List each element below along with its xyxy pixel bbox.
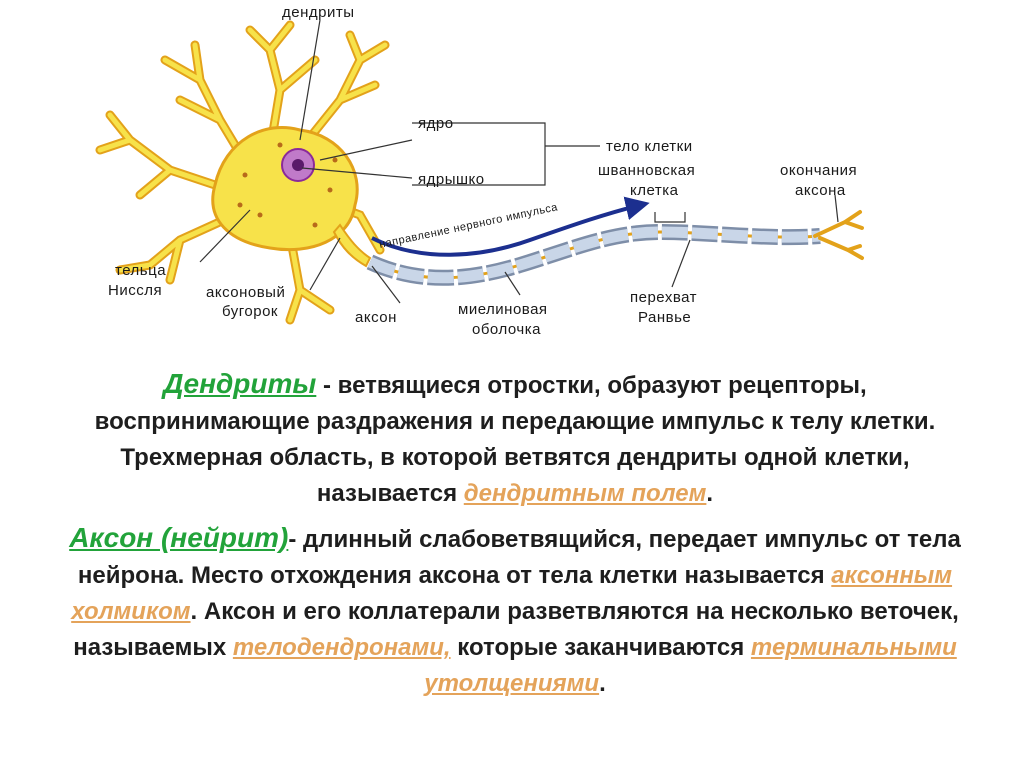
axon-paragraph: Аксон (нейрит)- длинный слабоветвящийся,… [60, 520, 970, 702]
label-hillock-1: аксоновый [206, 284, 285, 301]
label-ranvier-2: Ранвье [638, 309, 691, 326]
axon-text-2: . Аксон и его коллатерали разветвляются … [73, 598, 959, 661]
telodendrons-link: телодендронами, [232, 634, 451, 661]
label-schwann-2: клетка [630, 182, 679, 199]
axon-text-3: которые заканчиваются [450, 634, 751, 661]
label-nucleus: ядро [418, 115, 454, 132]
nissl-bodies [237, 142, 338, 228]
impulse-arrow [371, 196, 650, 257]
axon-terminals [813, 210, 864, 260]
label-axon: аксон [355, 309, 397, 326]
dendrites-paragraph: Дендриты - ветвящиеся отростки, образуют… [60, 366, 970, 512]
cell-body [211, 125, 359, 252]
label-ranvier-1: перехват [630, 289, 697, 306]
axon-term: Аксон (нейрит) [69, 522, 289, 553]
terminal-thickenings-link: терминальными утолщениями [424, 634, 957, 697]
label-endings-2: аксона [795, 182, 846, 199]
dendritic-field-link: дендритным полем [463, 480, 707, 507]
label-hillock-2: бугорок [222, 303, 278, 320]
axon-text-1: - длинный слабоветвящийся, передает импу… [77, 526, 961, 589]
label-nissl-2: Ниссля [108, 282, 162, 299]
label-impulse-direction: направление нервного импульса [378, 201, 559, 251]
label-cell-body: тело клетки [606, 138, 693, 155]
label-nucleolus: ядрышко [418, 171, 485, 188]
axon-hillock [332, 223, 372, 268]
label-nissl-1: тельца [115, 262, 166, 279]
label-dendrites: дендриты [282, 4, 355, 21]
leader-lines [199, 19, 839, 304]
label-myelin-1: миелиновая [458, 301, 548, 318]
label-endings-1: окончания [780, 162, 857, 179]
dendrites-text: - ветвящиеся отростки, образуют рецептор… [94, 372, 936, 507]
nucleolus [292, 159, 304, 171]
label-schwann-1: шванновская [598, 162, 695, 179]
dendrites-term: Дендриты [163, 368, 317, 399]
label-myelin-2: оболочка [472, 321, 541, 338]
period: . [599, 670, 606, 697]
neuron-diagram: дендриты ядро ядрышко тело клетки шванно… [95, 4, 864, 338]
axon-hillock-link: аксонным холмиком [71, 562, 953, 625]
period: . [706, 480, 714, 507]
